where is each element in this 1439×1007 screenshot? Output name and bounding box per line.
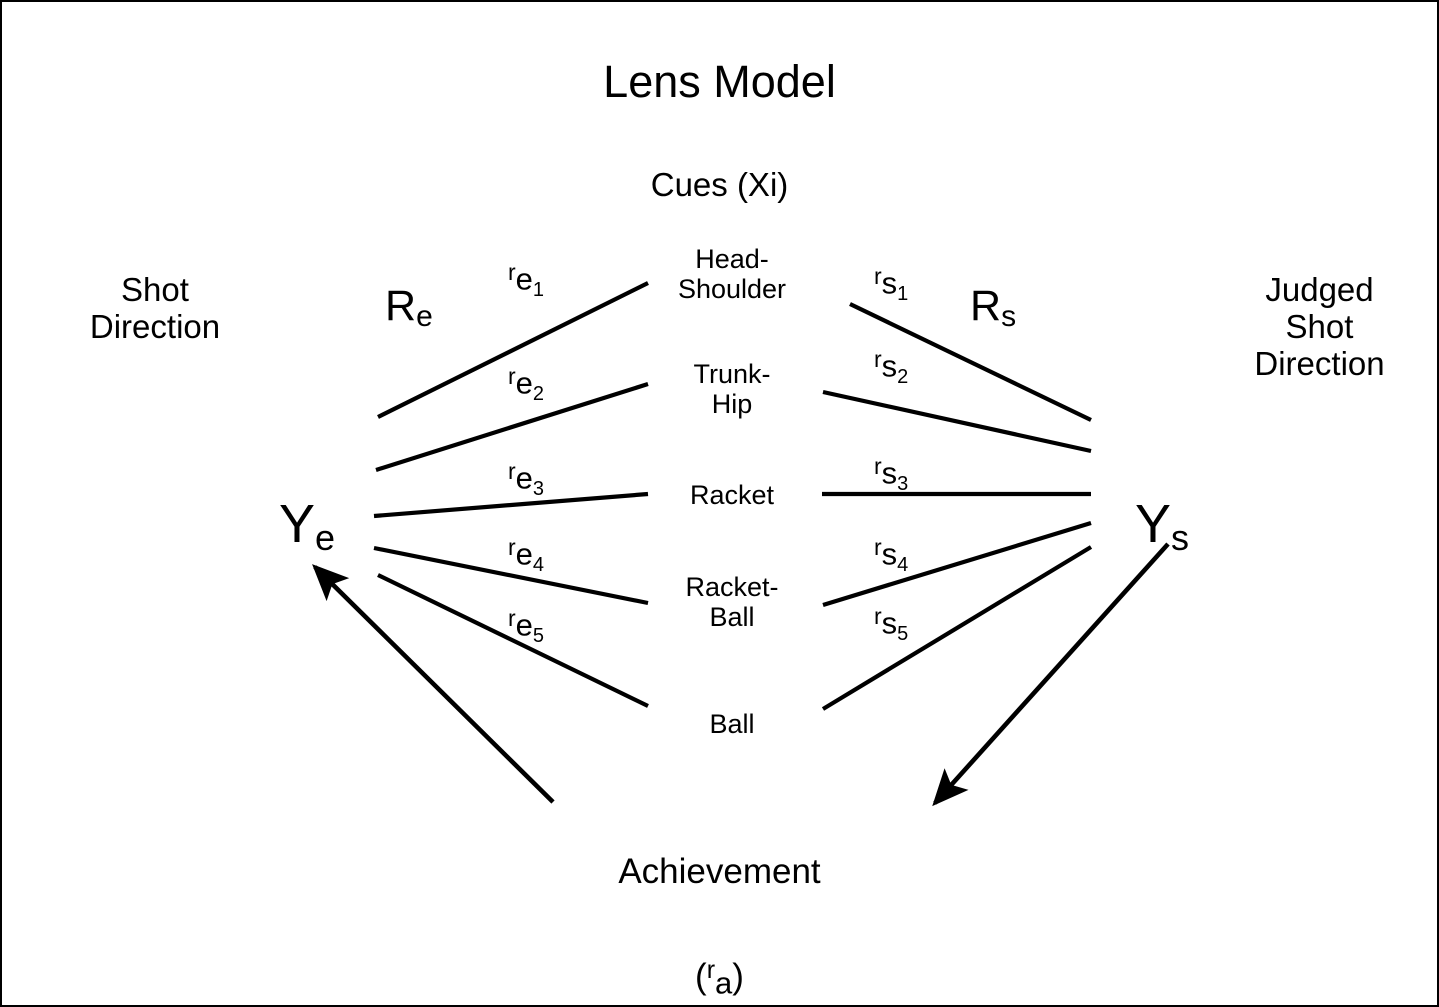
weight-rs-1-r: r	[874, 263, 882, 289]
weight-re-3-sub: e	[515, 460, 533, 496]
weight-rs-5-sub: s	[881, 605, 898, 641]
weight-rs-4-sub: s	[881, 536, 898, 572]
achievement-a-subscript: a	[715, 965, 733, 1001]
achievement-arrow-left	[312, 564, 555, 804]
weight-re-5-sub: e	[515, 607, 533, 643]
weight-rs-4-idx: 4	[897, 554, 909, 577]
line-rs-4	[822, 520, 1092, 608]
cue-label-racket: Racket	[689, 480, 775, 510]
cues-heading: Cues (Xi)	[650, 166, 789, 203]
weight-rs-2-sub: s	[881, 348, 898, 384]
label-rs-subscript: s	[1001, 300, 1017, 334]
weight-label-re-2: re2	[508, 363, 545, 406]
node-ye: Ye	[247, 434, 367, 559]
cue-label-ball: Ball	[709, 709, 755, 739]
weight-label-re-4: re4	[508, 534, 545, 577]
weight-re-2-r: r	[508, 363, 516, 389]
weight-label-rs-5: rs5	[874, 603, 909, 646]
shot-direction-caption: Shot Direction	[89, 271, 221, 345]
label-re-main: R	[385, 282, 417, 331]
weight-rs-4-r: r	[874, 534, 882, 560]
weight-re-2-sub: e	[515, 365, 533, 401]
cue-label-head-shoulder: Head- Shoulder	[677, 244, 787, 305]
judged-shot-direction-caption: Judged Shot Direction	[1254, 271, 1385, 382]
cue-label-trunk-hip: Trunk- Hip	[693, 359, 771, 420]
weight-rs-3-r: r	[874, 453, 882, 479]
label-re-subscript: e	[416, 300, 433, 334]
node-ye-main: Y	[278, 494, 315, 555]
weight-rs-5-idx: 5	[897, 623, 909, 646]
node-ye-subscript: e	[315, 517, 336, 559]
label-re: Re	[385, 234, 495, 334]
weight-label-rs-1: rs1	[874, 263, 909, 306]
page-title: Lens Model	[603, 56, 836, 107]
node-ys: Ys	[1102, 434, 1222, 559]
label-rs-main: R	[970, 282, 1002, 331]
weight-label-re-5: re5	[508, 605, 545, 648]
weight-re-4-r: r	[508, 534, 516, 560]
weight-rs-3-sub: s	[881, 455, 898, 491]
label-rs: Rs	[970, 234, 1080, 334]
weight-rs-2-r: r	[874, 346, 882, 372]
weight-rs-5-r: r	[874, 603, 882, 629]
weight-re-5-r: r	[508, 605, 516, 631]
weight-re-5-idx: 5	[532, 625, 545, 648]
achievement-label: Achievement	[618, 852, 821, 891]
weight-rs-1-idx: 1	[897, 283, 909, 306]
line-rs-5	[821, 545, 1093, 711]
weight-re-4-idx: 4	[532, 554, 545, 577]
weight-label-rs-3: rs3	[874, 453, 909, 496]
weight-re-3-r: r	[508, 458, 516, 484]
weight-label-rs-4: rs4	[874, 534, 909, 577]
achievement-paren-open: (	[695, 957, 707, 997]
weight-re-2-idx: 2	[532, 383, 545, 406]
weight-re-1-sub: e	[515, 261, 533, 297]
weight-label-re-3: re3	[508, 458, 545, 501]
achievement-ra-label: (ra)	[2, 917, 1437, 1001]
line-rs-2	[822, 389, 1092, 454]
weight-re-4-sub: e	[515, 536, 533, 572]
weight-re-1-idx: 1	[532, 279, 545, 302]
weight-re-3-idx: 3	[532, 478, 545, 501]
achievement-paren-close: )	[732, 957, 744, 997]
weight-rs-1-sub: s	[881, 265, 898, 301]
weight-rs-3-idx: 3	[897, 473, 909, 496]
node-ys-subscript: s	[1171, 517, 1190, 559]
cue-label-racket-ball: Racket- Ball	[685, 572, 779, 633]
weight-label-rs-2: rs2	[874, 346, 909, 389]
weight-rs-2-idx: 2	[897, 366, 909, 389]
node-ys-main: Y	[1134, 494, 1172, 555]
achievement-arrow-right	[932, 542, 1170, 807]
weight-label-re-1: re1	[508, 259, 545, 302]
weight-re-1-r: r	[508, 259, 516, 285]
achievement-r-symbol: r	[706, 956, 716, 985]
